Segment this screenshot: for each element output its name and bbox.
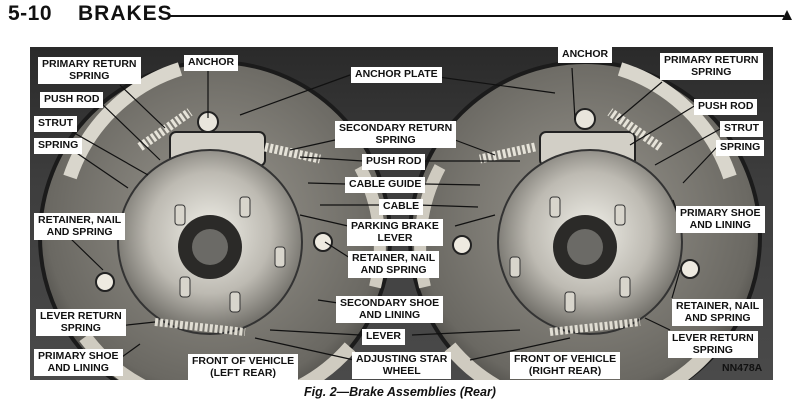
label-parking-brake-lever: PARKING BRAKE LEVER — [347, 219, 443, 246]
label-anchor-right: ANCHOR — [558, 47, 613, 63]
label-retainer-left: RETAINER, NAIL AND SPRING — [34, 213, 126, 240]
label-lever: LEVER — [362, 329, 406, 345]
label-lever-return-spring-right: LEVER RETURN SPRING — [668, 331, 758, 358]
label-secondary-return-spring: SECONDARY RETURN SPRING — [335, 121, 457, 148]
label-retainer-right: RETAINER, NAIL AND SPRING — [672, 299, 764, 326]
figure-code: NN478A — [722, 362, 763, 374]
label-front-right-rear: FRONT OF VEHICLE (RIGHT REAR) — [510, 352, 621, 379]
section-title: BRAKES — [78, 2, 173, 25]
label-primary-shoe-left: PRIMARY SHOE AND LINING — [34, 349, 123, 376]
label-push-rod-right: PUSH ROD — [694, 99, 758, 115]
label-strut-left: STRUT — [34, 116, 77, 132]
label-primary-return-spring-left: PRIMARY RETURN SPRING — [38, 57, 141, 84]
label-front-left-rear: FRONT OF VEHICLE (LEFT REAR) — [188, 354, 299, 381]
label-strut-right: STRUT — [720, 121, 763, 137]
label-lever-return-spring-left: LEVER RETURN SPRING — [36, 309, 126, 336]
label-push-rod-left: PUSH ROD — [40, 92, 104, 108]
page-header: 5-10 BRAKES — [8, 2, 794, 26]
label-secondary-shoe: SECONDARY SHOE AND LINING — [336, 296, 444, 323]
label-adjusting-star-wheel: ADJUSTING STAR WHEEL — [352, 352, 452, 379]
page-number: 5-10 — [8, 2, 53, 25]
label-push-rod-center: PUSH ROD — [362, 154, 426, 170]
figure-caption: Fig. 2—Brake Assemblies (Rear) — [304, 385, 496, 399]
label-cable: CABLE — [379, 199, 424, 215]
label-anchor-left: ANCHOR — [184, 55, 239, 71]
label-retainer-center: RETAINER, NAIL AND SPRING — [348, 251, 440, 278]
label-cable-guide: CABLE GUIDE — [345, 177, 426, 193]
label-primary-shoe-right: PRIMARY SHOE AND LINING — [676, 206, 765, 233]
header-triangle-icon — [782, 10, 792, 20]
label-spring-right: SPRING — [716, 140, 765, 156]
label-primary-return-spring-right: PRIMARY RETURN SPRING — [660, 53, 763, 80]
header-rule — [168, 15, 784, 17]
label-spring-left: SPRING — [34, 138, 83, 154]
label-anchor-plate: ANCHOR PLATE — [351, 67, 442, 83]
